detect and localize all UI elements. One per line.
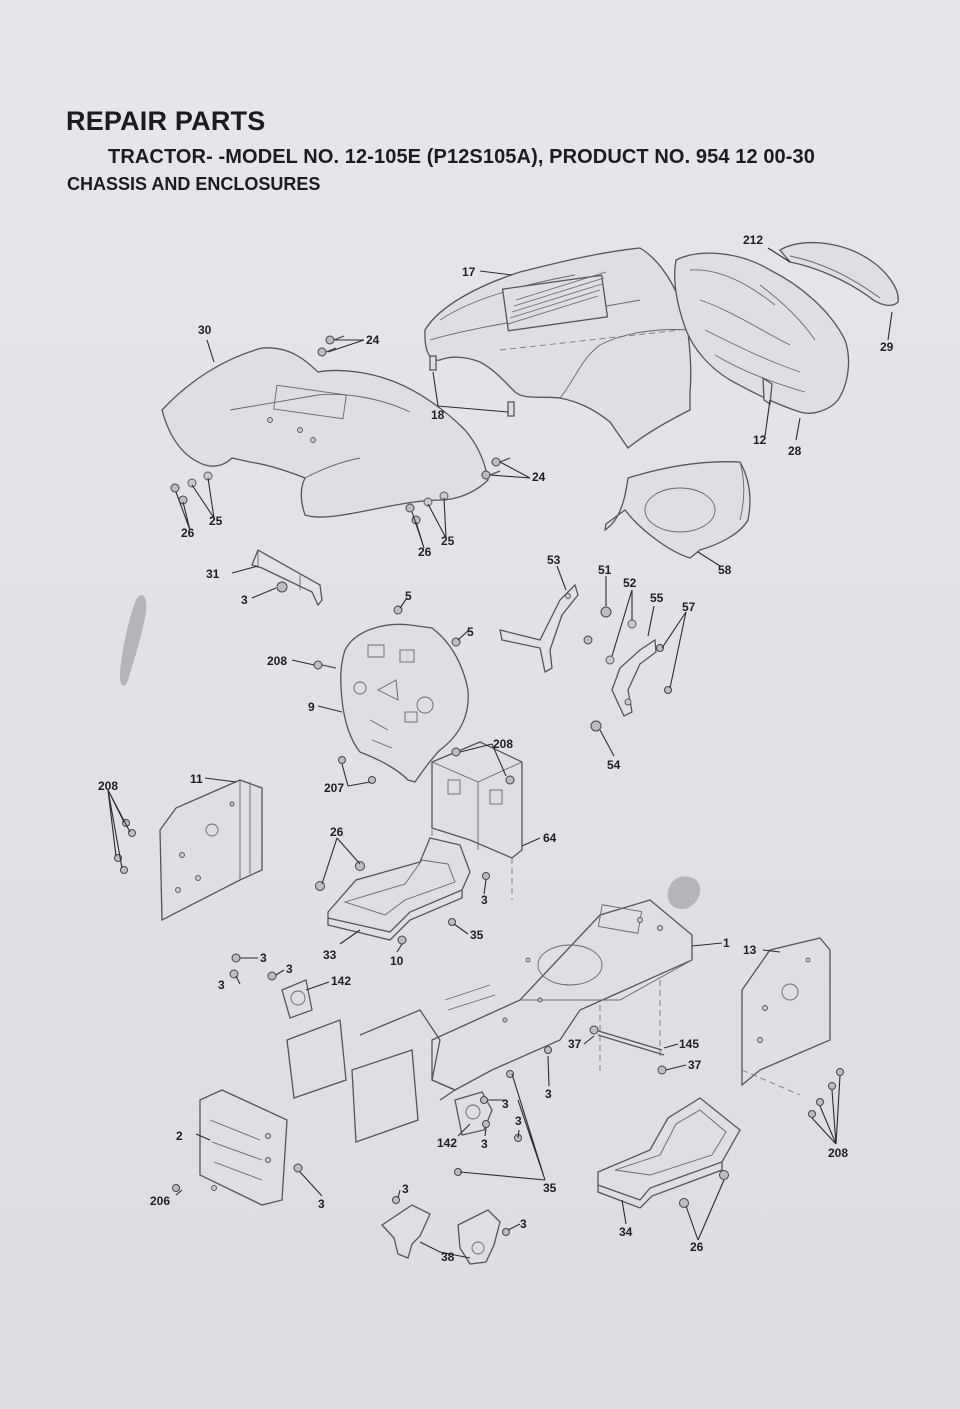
- callout-33: 33: [323, 948, 337, 962]
- callout-13: 13: [743, 943, 757, 957]
- side-panel-part: [159, 779, 263, 922]
- callout-26: 26: [181, 526, 195, 540]
- callout-207: 207: [324, 781, 344, 795]
- frame-part: [359, 899, 693, 1101]
- callout-3: 3: [545, 1087, 552, 1101]
- bracket-38-part: [381, 1204, 501, 1265]
- callout-208: 208: [98, 779, 118, 793]
- callout-26: 26: [690, 1240, 704, 1254]
- callout-26: 26: [418, 545, 432, 559]
- callout-3: 3: [481, 893, 488, 907]
- callout-2: 2: [176, 1129, 183, 1143]
- callout-5: 5: [467, 625, 474, 639]
- callout-3: 3: [502, 1097, 509, 1111]
- fender-part: [161, 347, 489, 518]
- callout-52: 52: [623, 576, 637, 590]
- callout-3: 3: [515, 1114, 522, 1128]
- callout-208: 208: [267, 654, 287, 668]
- model-subtitle: TRACTOR- -MODEL NO. 12-105E (P12S105A), …: [108, 146, 815, 168]
- callout-3: 3: [260, 951, 267, 965]
- callout-55: 55: [650, 591, 664, 605]
- callout-28: 28: [788, 444, 802, 458]
- callout-142: 142: [437, 1136, 457, 1150]
- leader-lines: [107, 247, 893, 1259]
- callout-12: 12: [753, 433, 767, 447]
- callout-labels: 212 17 29 30 24 18 12 28 24 25 26 25 26 …: [98, 233, 894, 1264]
- callout-37: 37: [688, 1058, 702, 1072]
- callout-3: 3: [241, 593, 248, 607]
- callout-25: 25: [441, 534, 455, 548]
- callout-206: 206: [150, 1194, 170, 1208]
- hood-part: [424, 247, 692, 449]
- callout-142: 142: [331, 974, 351, 988]
- console-part: [431, 741, 523, 900]
- callout-17: 17: [462, 265, 476, 279]
- callout-26: 26: [330, 825, 344, 839]
- callout-30: 30: [198, 323, 212, 337]
- bracket-part: [611, 638, 657, 717]
- callout-58: 58: [718, 563, 732, 577]
- callout-145: 145: [679, 1037, 699, 1051]
- page-title: REPAIR PARTS: [66, 106, 266, 136]
- callout-3: 3: [318, 1197, 325, 1211]
- callout-5: 5: [405, 589, 412, 603]
- paper-stain: [119, 595, 147, 686]
- callout-212: 212: [743, 233, 763, 247]
- callout-1: 1: [723, 936, 730, 950]
- fastener-set: [114, 335, 844, 1236]
- callout-18: 18: [431, 408, 445, 422]
- dash-panel-part: [340, 623, 469, 783]
- callout-53: 53: [547, 553, 561, 567]
- callout-3: 3: [218, 978, 225, 992]
- callout-24: 24: [366, 333, 380, 347]
- callout-29: 29: [880, 340, 894, 354]
- callout-208: 208: [493, 737, 513, 751]
- callout-24: 24: [532, 470, 546, 484]
- bracket-part: [251, 549, 323, 607]
- rod-part: [589, 1025, 667, 1075]
- callout-38: 38: [441, 1250, 455, 1264]
- footrest-part: [597, 1097, 741, 1209]
- callout-51: 51: [598, 563, 612, 577]
- callout-64: 64: [543, 831, 557, 845]
- mount-plate-part: [281, 979, 419, 1143]
- plate-part: [199, 1089, 288, 1206]
- callout-11: 11: [190, 772, 203, 786]
- callout-31: 31: [206, 567, 220, 581]
- callout-25: 25: [209, 514, 223, 528]
- callout-3: 3: [286, 962, 293, 976]
- callout-34: 34: [619, 1225, 633, 1239]
- callout-3: 3: [520, 1217, 527, 1231]
- callout-3: 3: [402, 1182, 409, 1196]
- callout-54: 54: [607, 758, 621, 772]
- callout-35: 35: [543, 1181, 557, 1195]
- paper-stain: [667, 876, 701, 910]
- callout-57: 57: [682, 600, 696, 614]
- callout-10: 10: [390, 954, 404, 968]
- callout-3: 3: [481, 1137, 488, 1151]
- footrest-part: [327, 837, 471, 941]
- grille-part: [674, 241, 899, 414]
- callout-37: 37: [568, 1037, 582, 1051]
- section-title: CHASSIS AND ENCLOSURES: [67, 174, 321, 194]
- callout-35: 35: [470, 928, 484, 942]
- shroud-part: [604, 461, 751, 559]
- side-panel-part: [741, 937, 831, 1096]
- callout-9: 9: [308, 700, 315, 714]
- bracket-part: [499, 583, 579, 674]
- callout-208: 208: [828, 1146, 848, 1160]
